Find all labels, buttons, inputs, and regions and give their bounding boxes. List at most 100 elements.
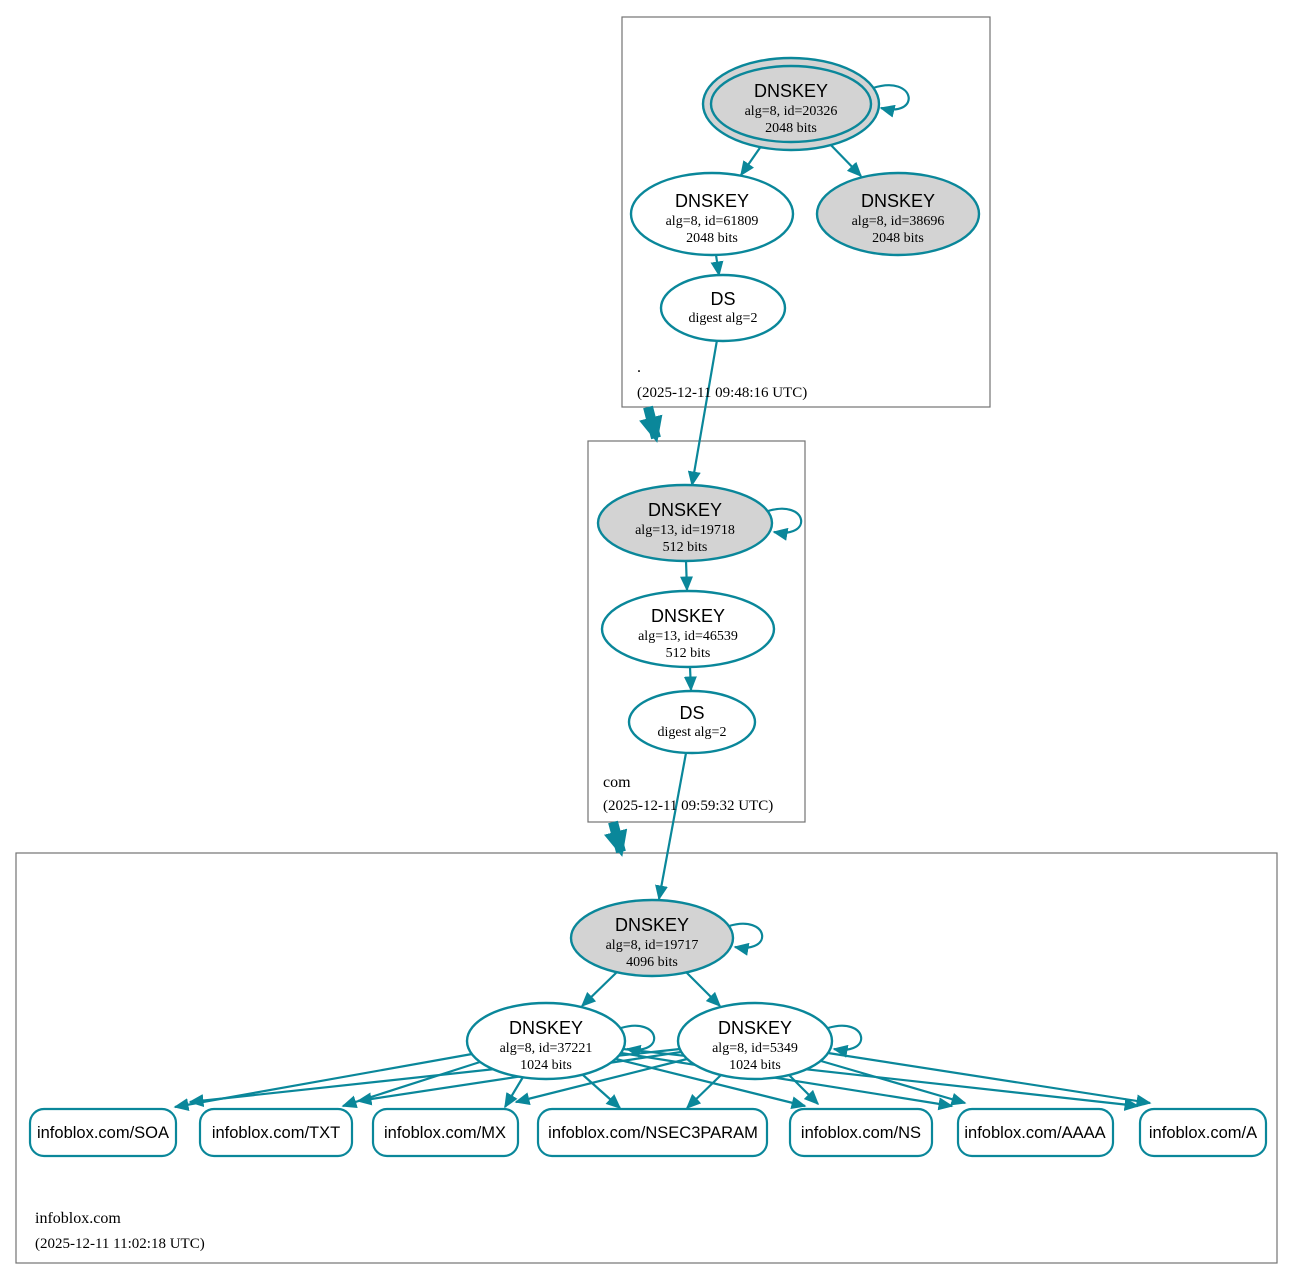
root-ksk-alg: alg=8, id=20326 — [745, 104, 838, 119]
node-root-ksk: DNSKEY alg=8, id=20326 2048 bits — [701, 56, 881, 152]
com-ds-label: DS — [679, 703, 704, 723]
root-zsk-label: DNSKEY — [675, 191, 749, 211]
zone-name-root: . — [637, 359, 641, 376]
edge-zsk1-to-nsec3param — [582, 1074, 622, 1109]
node-infoblox-zsk1: DNSKEY alg=8, id=37221 1024 bits — [465, 1001, 627, 1081]
root-ds-detail: digest alg=2 — [689, 311, 758, 326]
rrset-label-aaaa: infoblox.com/AAAA — [964, 1124, 1105, 1142]
delegation-arrow-com-to-infoblox — [603, 820, 628, 857]
infoblox-zsk1-alg: alg=8, id=37221 — [500, 1041, 593, 1056]
edge-zsk2-to-ns — [788, 1074, 820, 1106]
root-standby-alg: alg=8, id=38696 — [852, 214, 945, 229]
rrset-label-mx: infoblox.com/MX — [384, 1124, 506, 1142]
selfloop-infoblox-zsk1 — [620, 1024, 656, 1058]
rrset-infoblox-ns: infoblox.com/NS — [788, 1107, 934, 1158]
edge-zsk1-to-ns — [615, 1057, 807, 1110]
node-com-zsk: DNSKEY alg=13, id=46539 512 bits — [600, 589, 776, 669]
com-zsk-ellipse — [600, 589, 776, 669]
edge-infoblox-ksk-to-zsk1 — [580, 971, 618, 1008]
infoblox-zsk1-ellipse — [465, 1001, 627, 1081]
rrset-box-a — [1138, 1107, 1268, 1158]
rrset-infoblox-mx: infoblox.com/MX — [371, 1107, 520, 1158]
root-ksk-inner-ellipse — [709, 64, 873, 144]
com-ksk-label: DNSKEY — [648, 500, 722, 520]
root-standby-size: 2048 bits — [872, 231, 924, 246]
com-ksk-ellipse — [596, 483, 774, 563]
zone-box-infoblox — [15, 852, 1278, 1264]
rrset-infoblox-aaaa: infoblox.com/AAAA — [956, 1107, 1115, 1158]
rrset-box-txt — [198, 1107, 354, 1158]
node-root-ds: DS digest alg=2 — [659, 273, 787, 343]
com-zsk-alg: alg=13, id=46539 — [638, 629, 738, 644]
rrset-label-ns: infoblox.com/NS — [801, 1124, 921, 1142]
node-infoblox-ksk: DNSKEY alg=8, id=19717 4096 bits — [569, 898, 735, 978]
infoblox-zsk1-label: DNSKEY — [509, 1018, 583, 1038]
root-ds-label: DS — [710, 289, 735, 309]
rrset-infoblox-a: infoblox.com/A — [1138, 1107, 1268, 1158]
rrset-infoblox-txt: infoblox.com/TXT — [198, 1107, 354, 1158]
edge-root-ds-to-com-ksk — [687, 339, 719, 487]
infoblox-zsk2-ellipse — [676, 1001, 834, 1081]
rrset-label-a: infoblox.com/A — [1149, 1124, 1257, 1142]
selfloop-com-ksk — [767, 507, 803, 541]
infoblox-ksk-size: 4096 bits — [626, 955, 678, 970]
root-standby-label: DNSKEY — [861, 191, 935, 211]
rrset-box-nsec3param — [536, 1107, 769, 1158]
selfloop-infoblox-ksk — [728, 922, 764, 956]
root-standby-ellipse — [815, 171, 981, 257]
infoblox-zsk2-alg: alg=8, id=5349 — [712, 1041, 798, 1056]
node-com-ksk: DNSKEY alg=13, id=19718 512 bits — [596, 483, 774, 563]
com-ds-detail: digest alg=2 — [658, 725, 727, 740]
delegation-arrow-root-to-com — [639, 405, 663, 443]
rrset-box-aaaa — [956, 1107, 1115, 1158]
zone-box-root — [621, 16, 991, 408]
rrset-infoblox-nsec3param: infoblox.com/NSEC3PARAM — [536, 1107, 769, 1158]
root-zsk-size: 2048 bits — [686, 231, 738, 246]
infoblox-zsk1-size: 1024 bits — [520, 1058, 572, 1073]
edge-zsk2-to-a — [827, 1051, 1152, 1108]
node-com-ds: DS digest alg=2 — [627, 689, 757, 755]
rrset-label-txt: infoblox.com/TXT — [212, 1124, 340, 1142]
infoblox-ksk-alg: alg=8, id=19717 — [606, 938, 699, 953]
edge-zsk2-to-nsec3param — [685, 1074, 722, 1110]
root-ds-ellipse — [659, 273, 787, 343]
edge-infoblox-ksk-to-zsk2 — [685, 971, 722, 1008]
root-ksk-label: DNSKEY — [754, 81, 828, 101]
edge-com-zsk-to-ds — [683, 666, 697, 692]
zone-timestamp-root: (2025-12-11 09:48:16 UTC) — [637, 385, 807, 401]
edge-zsk1-to-mx — [504, 1076, 524, 1109]
rrset-infoblox-soa: infoblox.com/SOA — [28, 1107, 178, 1158]
infoblox-zsk2-label: DNSKEY — [718, 1018, 792, 1038]
edge-zsk2-to-mx — [514, 1057, 688, 1106]
infoblox-ksk-label: DNSKEY — [615, 915, 689, 935]
com-ds-ellipse — [627, 689, 757, 755]
root-zsk-ellipse — [629, 171, 795, 257]
com-ksk-alg: alg=13, id=19718 — [635, 523, 735, 538]
zone-box-com — [587, 440, 806, 823]
com-zsk-label: DNSKEY — [651, 606, 725, 626]
edge-root-zsk-to-ds — [710, 254, 724, 277]
zone-timestamp-infoblox: (2025-12-11 11:02:18 UTC) — [35, 1236, 205, 1252]
selfloop-root-ksk — [872, 84, 910, 118]
rrset-label-nsec3param: infoblox.com/NSEC3PARAM — [548, 1124, 758, 1142]
edge-zsk2-to-aaaa — [820, 1059, 967, 1106]
com-ksk-size: 512 bits — [663, 540, 708, 555]
root-zsk-alg: alg=8, id=61809 — [666, 214, 759, 229]
zone-name-com: com — [603, 774, 631, 791]
infoblox-ksk-ellipse — [569, 898, 735, 978]
edge-com-ds-to-infoblox-ksk — [655, 752, 688, 901]
rrset-box-mx — [371, 1107, 520, 1158]
node-root-standby-key: DNSKEY alg=8, id=38696 2048 bits — [815, 171, 981, 257]
rrset-label-soa: infoblox.com/SOA — [37, 1124, 169, 1142]
node-infoblox-zsk2: DNSKEY alg=8, id=5349 1024 bits — [676, 1001, 834, 1081]
rrset-box-soa — [28, 1107, 178, 1158]
zone-timestamp-com: (2025-12-11 09:59:32 UTC) — [603, 798, 773, 814]
zone-name-infoblox: infoblox.com — [35, 1210, 121, 1227]
rrset-box-ns — [788, 1107, 934, 1158]
root-ksk-outer-ellipse — [701, 56, 881, 152]
infoblox-zsk2-size: 1024 bits — [729, 1058, 781, 1073]
com-zsk-size: 512 bits — [666, 646, 711, 661]
root-ksk-size: 2048 bits — [765, 121, 817, 136]
node-root-zsk: DNSKEY alg=8, id=61809 2048 bits — [629, 171, 795, 257]
